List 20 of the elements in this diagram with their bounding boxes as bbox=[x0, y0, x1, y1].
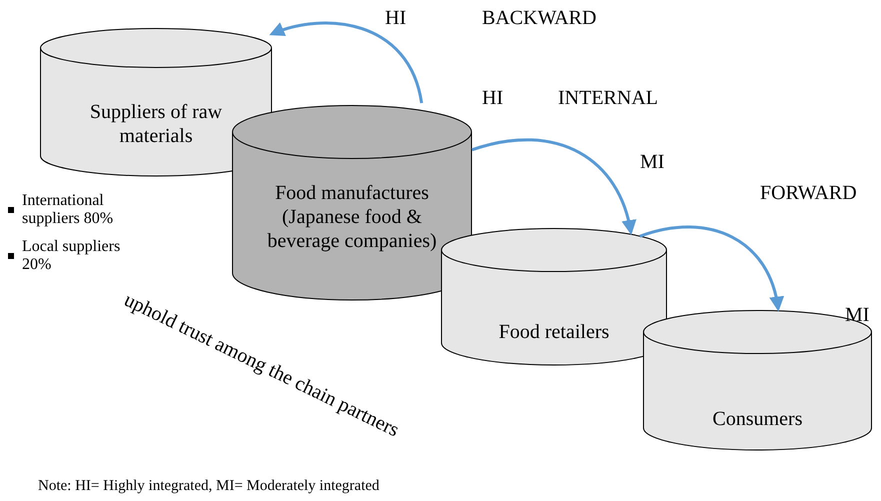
node-label: Food manufactures (Japanese food & beverage companies) bbox=[266, 181, 438, 253]
cylinder-node bbox=[441, 228, 667, 365]
node-label: Food retailers bbox=[498, 320, 610, 344]
node-label: Consumers bbox=[712, 407, 804, 431]
cylinder-node bbox=[40, 28, 272, 176]
integration-label: HI bbox=[385, 7, 406, 30]
curved-arrow bbox=[269, 22, 424, 104]
caption: Note: HI= Highly integrated, MI= Moderately integrated bbox=[38, 478, 380, 495]
curved-arrow bbox=[639, 226, 784, 312]
integration-label: FORWARD bbox=[760, 182, 857, 205]
bullet-text: Local suppliers 20% bbox=[22, 238, 122, 274]
cylinder-node bbox=[232, 105, 472, 300]
integration-label: HI bbox=[482, 87, 504, 110]
curved-arrow bbox=[472, 138, 636, 236]
integration-label: MI bbox=[845, 304, 870, 327]
integration-label: INTERNAL bbox=[558, 87, 658, 110]
node-label: Suppliers of raw materials bbox=[88, 100, 224, 148]
integration-label: MI bbox=[640, 151, 664, 174]
bullet-text: International suppliers 80% bbox=[22, 192, 114, 228]
integration-label: BACKWARD bbox=[482, 7, 596, 30]
